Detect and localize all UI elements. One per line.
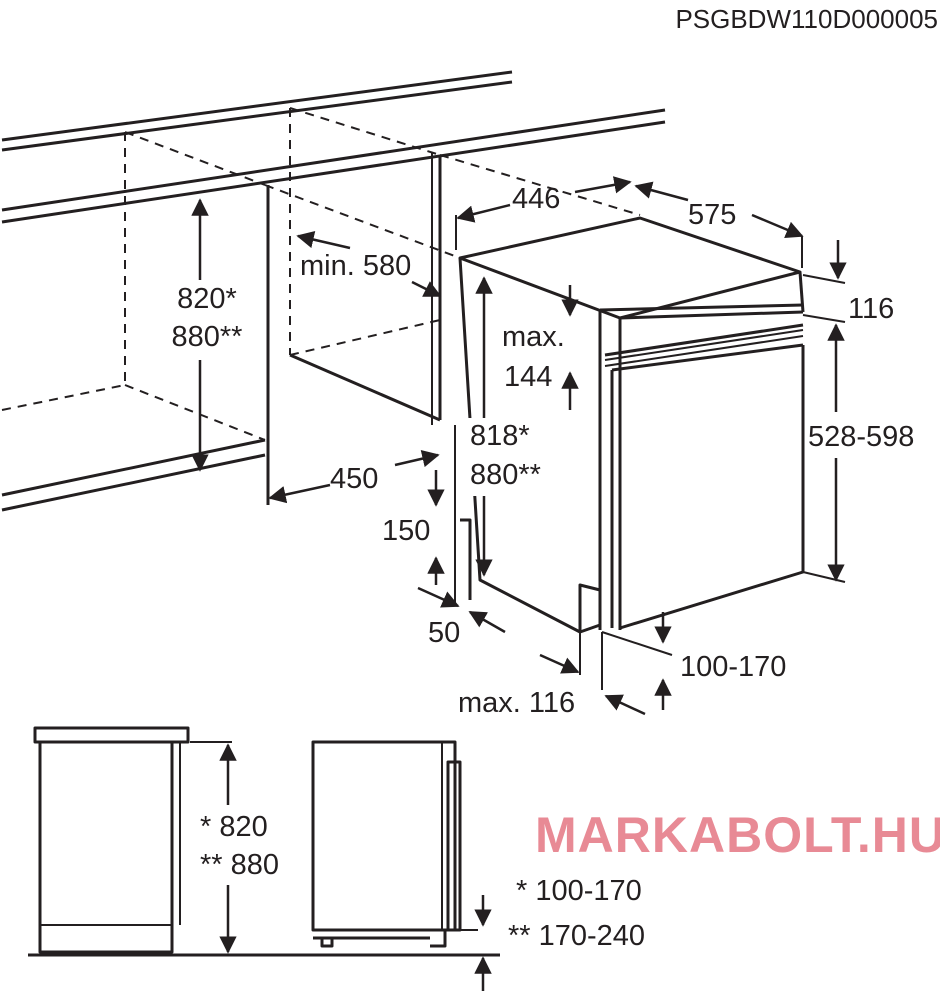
watermark-logo: MARKABOLT.HU	[535, 807, 940, 863]
plinth-50-label: 50	[428, 617, 460, 649]
max-116-arrow-left	[539, 653, 580, 674]
depth-arrow-left	[634, 181, 689, 202]
side-plinth-2: ** 170-240	[508, 920, 645, 952]
max-116-label: max. 116	[458, 687, 575, 719]
niche-height-2: 880**	[172, 321, 243, 353]
max-value: 144	[504, 361, 552, 393]
side-width-label: 450	[330, 463, 378, 495]
side-view-appliance	[311, 740, 478, 948]
max-label: max.	[502, 321, 565, 353]
side-height-2: ** 880	[200, 849, 279, 881]
door-height-label: 528-598	[808, 421, 914, 453]
side-width-arrow-right	[394, 450, 440, 468]
depth-arrow-right	[751, 213, 804, 238]
worktop	[1, 70, 666, 224]
min-depth-label: min. 580	[300, 250, 411, 282]
side-width-arrow-left	[268, 483, 331, 504]
niche-height-1: 820*	[177, 283, 237, 315]
width-arrow-right	[574, 176, 632, 194]
width-arrow-left	[456, 203, 511, 223]
min-depth-arrow-left	[296, 231, 351, 250]
height-label-1: 818*	[470, 420, 530, 452]
width-label: 446	[512, 183, 560, 215]
panel-height-label: 116	[848, 293, 894, 325]
min-depth-arrow-right	[411, 280, 442, 298]
max-116-arrow-right	[604, 694, 646, 716]
plinth-range-label: 100-170	[680, 651, 786, 683]
plinth-150-label: 150	[382, 515, 430, 547]
product-code: PSGBDW110D000005	[675, 4, 938, 34]
niche-outline	[1, 107, 641, 512]
side-height-1: * 820	[200, 811, 268, 843]
plinth-50-arrow-right	[468, 610, 506, 634]
side-plinth-1: * 100-170	[516, 875, 642, 907]
depth-label: 575	[688, 199, 736, 231]
plinth-50-arrow-left	[417, 586, 460, 608]
side-view-worktop	[33, 726, 190, 954]
height-label-2: 880**	[470, 459, 541, 491]
